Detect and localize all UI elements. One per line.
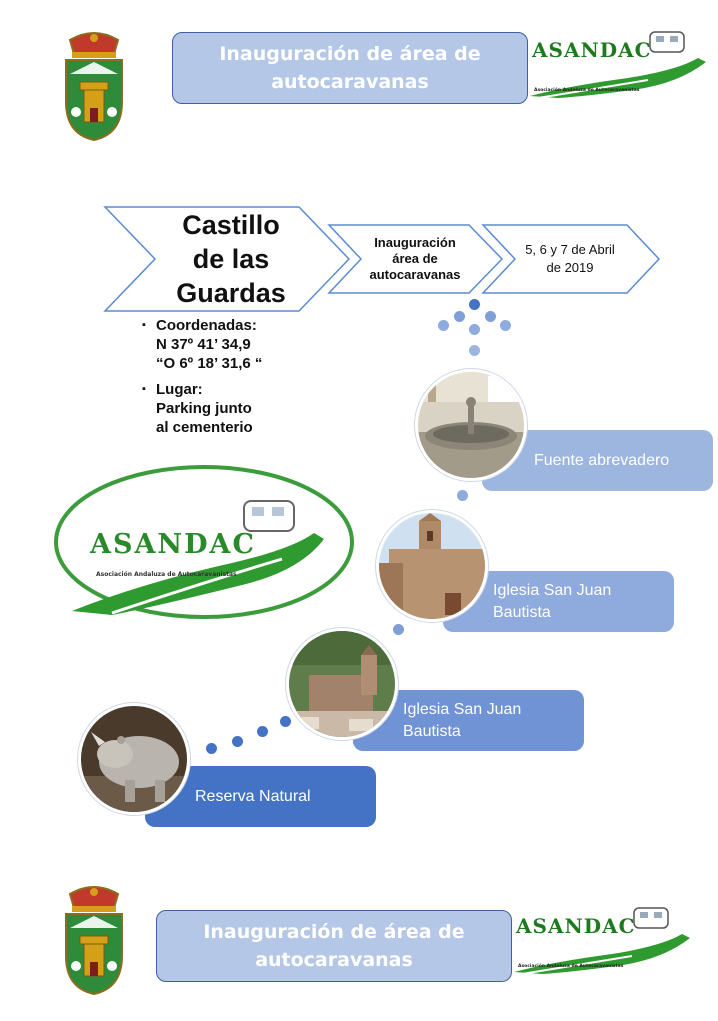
timeline-dot xyxy=(393,624,404,635)
timeline-dot xyxy=(257,726,268,737)
timeline-dot xyxy=(206,743,217,754)
timeline-dot xyxy=(500,320,511,331)
municipal-coat-of-arms-top xyxy=(60,30,128,142)
asandac-logo-large-text: ASANDAC xyxy=(90,529,256,560)
header-banner-top: Inauguración de área de autocaravanas xyxy=(172,32,528,104)
asandac-logo-text-bottom: ASANDAC xyxy=(516,914,636,938)
timeline-dot xyxy=(438,320,449,331)
process-step-2-text: Inauguración área de autocaravanas xyxy=(369,235,461,282)
event-details-list: Coordenadas: N 37º 41’ 34,9 “O 6º 18’ 31… xyxy=(142,316,302,437)
timeline-dot xyxy=(454,311,465,322)
coordinates-item: Coordenadas: N 37º 41’ 34,9 “O 6º 18’ 31… xyxy=(142,316,302,373)
asandac-logo-top: ASANDAC Asociación Andaluza de Autocarav… xyxy=(528,28,706,100)
process-step-1: Castillo de las Guardas xyxy=(103,205,351,313)
asandac-logo-large-subtitle: Asociación Andaluza de Autocaravanistas xyxy=(96,571,237,578)
photo-rhinoceros xyxy=(78,703,190,815)
asandac-logo-subtitle-bottom: Asociación Andaluza de Autocaravanistas xyxy=(518,964,624,969)
timeline-dot xyxy=(232,736,243,747)
photo-fountain xyxy=(415,369,527,481)
timeline-dot xyxy=(457,490,468,501)
timeline-dot xyxy=(469,299,480,310)
process-step-3-text: 5, 6 y 7 de Abril de 2019 xyxy=(525,242,615,275)
asandac-logo-text-top: ASANDAC xyxy=(532,38,652,62)
asandac-logo-large: ASANDAC Asociación Andaluza de Autocarav… xyxy=(52,463,356,621)
place-caption-fountain: Fuente abrevadero xyxy=(482,430,713,491)
asandac-logo-subtitle-top: Asociación Andaluza de Autocaravanistas xyxy=(534,88,640,93)
place-item: Lugar: Parking junto al cementerio xyxy=(142,380,302,437)
timeline-dot xyxy=(280,716,291,727)
timeline-dot xyxy=(485,311,496,322)
asandac-logo-bottom: ASANDAC Asociación Andaluza de Autocarav… xyxy=(512,904,690,976)
process-step-3: 5, 6 y 7 de Abril de 2019 xyxy=(481,223,661,295)
photo-church-1 xyxy=(376,510,488,622)
municipal-coat-of-arms-bottom xyxy=(60,884,128,996)
photo-church-2 xyxy=(286,628,398,740)
timeline-dot xyxy=(469,324,480,335)
process-step-2: Inauguración área de autocaravanas xyxy=(327,223,504,295)
process-step-1-text: Castillo de las Guardas xyxy=(176,210,286,308)
timeline-dot xyxy=(469,345,480,356)
header-banner-bottom: Inauguración de área de autocaravanas xyxy=(156,910,512,982)
